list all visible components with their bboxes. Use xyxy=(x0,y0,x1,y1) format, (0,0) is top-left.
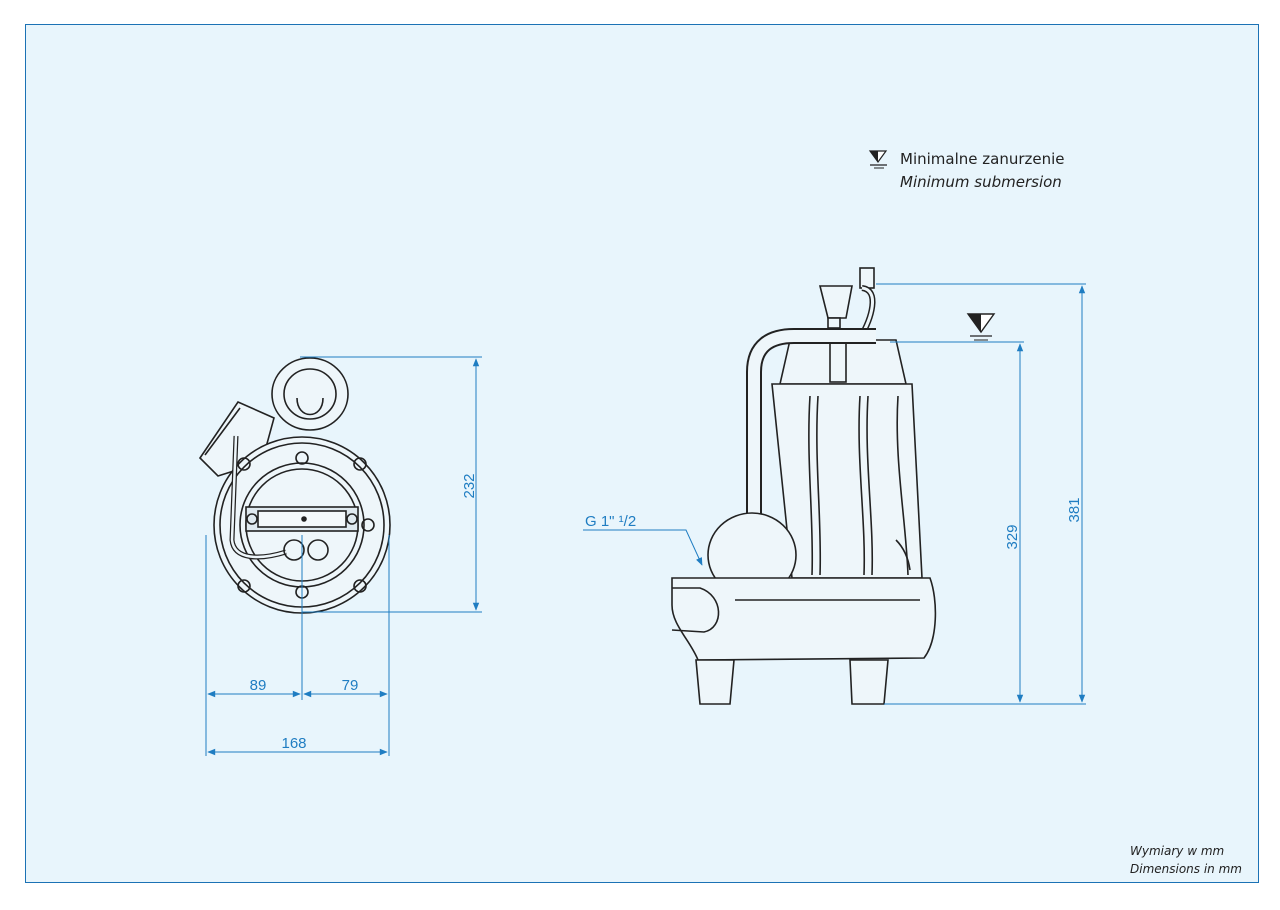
pump-top-view xyxy=(198,357,391,614)
side-view-dimensions xyxy=(583,283,1086,705)
submersion-level-icon xyxy=(868,150,888,169)
units-note-en: Dimensions in mm xyxy=(1130,862,1242,876)
outlet-thread-label: G 1" ¹/2 xyxy=(585,513,636,530)
pump-side-view xyxy=(671,267,937,705)
dim-submersion-329: 329 xyxy=(1004,524,1021,549)
dim-height-232: 232 xyxy=(461,473,478,498)
dim-left-89: 89 xyxy=(250,677,267,694)
units-note-pl: Wymiary w mm xyxy=(1130,844,1225,858)
dim-width-168: 168 xyxy=(281,735,306,752)
legend-label-pl: Minimalne zanurzenie xyxy=(900,150,1065,168)
top-view-dimensions xyxy=(205,356,482,756)
dim-total-height-381: 381 xyxy=(1066,497,1083,522)
submersion-level-marker xyxy=(966,313,996,341)
legend-label-en: Minimum submersion xyxy=(900,173,1062,191)
dim-right-79: 79 xyxy=(342,677,359,694)
